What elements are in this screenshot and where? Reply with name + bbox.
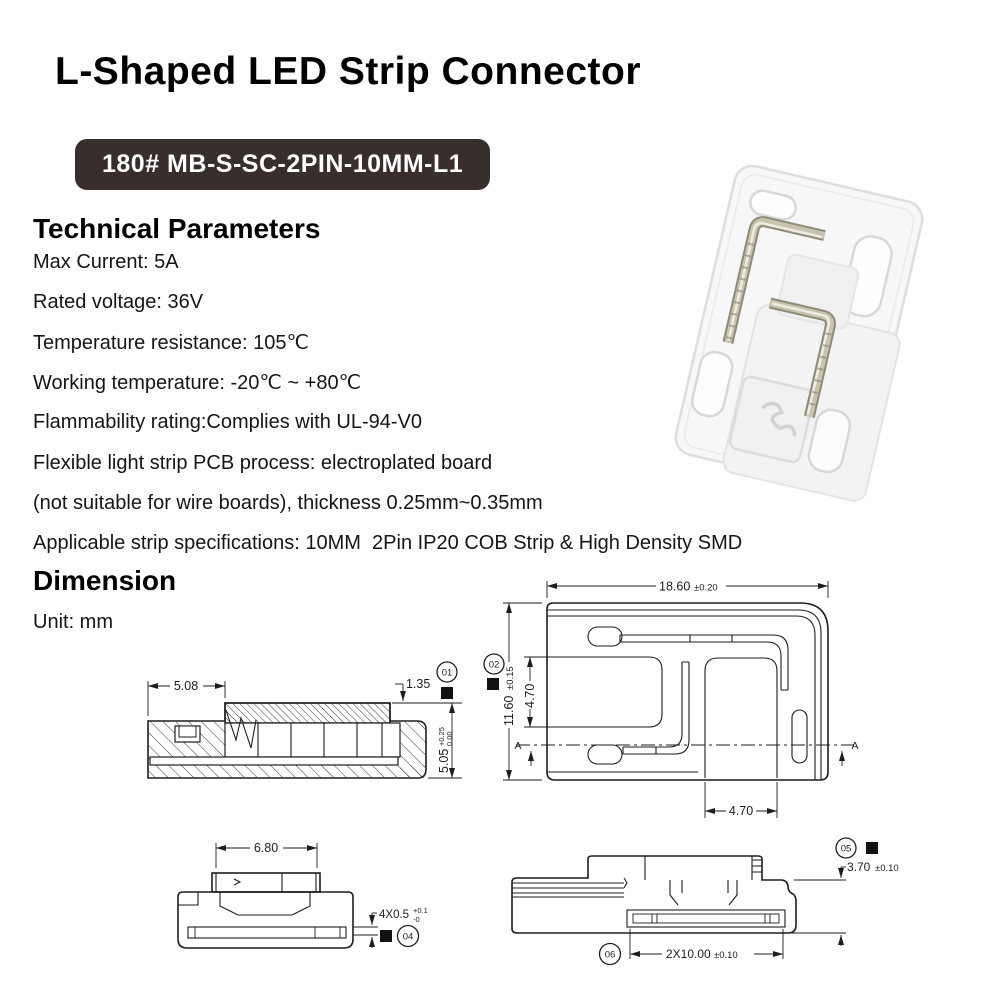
technical-parameters-heading: Technical Parameters: [33, 213, 321, 244]
balloon-01: 01: [436, 661, 458, 699]
balloon-05: 05: [835, 837, 878, 859]
dim-height-tol: ±0.15: [505, 666, 516, 690]
dim-slot-tol-lower: -0: [413, 915, 420, 924]
svg-text:02: 02: [489, 660, 500, 671]
dim-slot-label: 4X0.5: [379, 909, 409, 921]
balloon-02-square: [487, 678, 499, 690]
unit-label: Unit: mm: [33, 611, 113, 633]
svg-text:04: 04: [403, 932, 414, 943]
dim-slot-label: 4.70: [729, 804, 753, 818]
front-view-body: [177, 872, 354, 949]
tech-param-item: Applicable strip specifications: 10MM 2P…: [33, 531, 743, 554]
model-badge: 180# MB-S-SC-2PIN-10MM-L1: [75, 139, 491, 190]
balloon-01-square: [441, 687, 453, 699]
dim-width-label: 5.08: [174, 679, 198, 693]
metal-pin-long: [722, 216, 826, 344]
dim-slot-tol-upper: +0.1: [413, 906, 428, 915]
balloon-05-square: [866, 842, 878, 854]
balloon-04: 04: [380, 924, 420, 948]
drawing-side-view: 3.70 ±0.10 05 2X10.00 ±0.10 06: [511, 837, 899, 966]
dim-4x05: 4X0.5 +0.1 -0: [353, 906, 428, 948]
tech-param-item: Temperature resistance: 105℃: [33, 331, 309, 354]
balloon-02: 02: [483, 653, 505, 690]
drawing-top-view: A A 18.60 ±0.20 11.60 ±0.15 4.70: [483, 579, 859, 818]
dim-pocket-label: 4.70: [523, 684, 537, 708]
page-title: L-Shaped LED Strip Connector: [55, 50, 642, 93]
technical-parameters-list: Max Current: 5A Rated voltage: 36V Tempe…: [33, 242, 742, 564]
tech-param-item: Flexible light strip PCB process: electr…: [33, 451, 493, 474]
dim-height-tol-upper: +0.25: [437, 727, 446, 746]
dim-pitch-label: 2X10.00: [666, 947, 711, 961]
dim-11-60: 11.60 ±0.15: [502, 602, 542, 781]
dim-1-35: 1.35: [392, 677, 430, 704]
dim-height-tol-lower: 0.00: [445, 731, 454, 746]
tech-param-item: Max Current: 5A: [33, 250, 179, 273]
connector-body: [674, 164, 924, 502]
dim-6-80: 6.80: [215, 841, 318, 868]
balloon-04-square: [380, 930, 392, 942]
dim-4-70-slot: 4.70: [704, 782, 778, 818]
drawing-front-view: 6.80 4X0.5 +0.1 -0 04: [177, 841, 428, 949]
balloon-06: 06: [598, 942, 622, 966]
product-photo: [674, 164, 924, 502]
dim-width-tol: ±0.20: [694, 583, 718, 594]
tech-param-item: Working temperature: -20℃ ~ +80℃: [33, 372, 362, 395]
dim-height-label: 5.05: [437, 749, 451, 773]
metal-pin-short: [768, 297, 836, 419]
dim-5-05: 5.05 +0.25 0.00: [392, 702, 462, 779]
dim-height-label: 11.60: [502, 696, 516, 726]
dim-3-70: 3.70 ±0.10: [792, 860, 899, 946]
dim-2x10: 2X10.00 ±0.10: [629, 929, 784, 961]
section-body: [147, 702, 427, 779]
tech-param-item: Rated voltage: 36V: [33, 290, 204, 313]
dim-height-label: 3.70: [847, 860, 871, 874]
side-view-body: [511, 855, 797, 934]
section-label-right: A: [851, 740, 858, 752]
svg-text:01: 01: [442, 668, 453, 679]
dim-width-label: 6.80: [254, 841, 278, 855]
dim-thickness-label: 1.35: [406, 677, 430, 691]
dim-4-70-pocket: 4.70: [523, 656, 552, 728]
dim-18-60: 18.60 ±0.20: [546, 579, 829, 598]
tech-param-item: Flammability rating:Complies with UL-94-…: [33, 411, 423, 434]
dimension-heading: Dimension: [33, 565, 177, 596]
dim-width-label: 18.60: [659, 580, 690, 594]
dim-5-08: 5.08: [147, 679, 226, 716]
svg-text:05: 05: [841, 844, 852, 855]
tech-param-item: (not suitable for wire boards), thicknes…: [33, 491, 543, 514]
top-view-body: [546, 602, 829, 781]
section-line-AA: A A: [514, 740, 859, 766]
dim-pitch-tol: ±0.10: [714, 950, 738, 961]
dim-height-tol: ±0.10: [875, 863, 899, 874]
svg-text:06: 06: [605, 950, 616, 961]
section-label-left: A: [514, 740, 521, 752]
drawing-section-view: 5.08 1.35 5.05 +0.25 0.00 01: [147, 661, 462, 779]
